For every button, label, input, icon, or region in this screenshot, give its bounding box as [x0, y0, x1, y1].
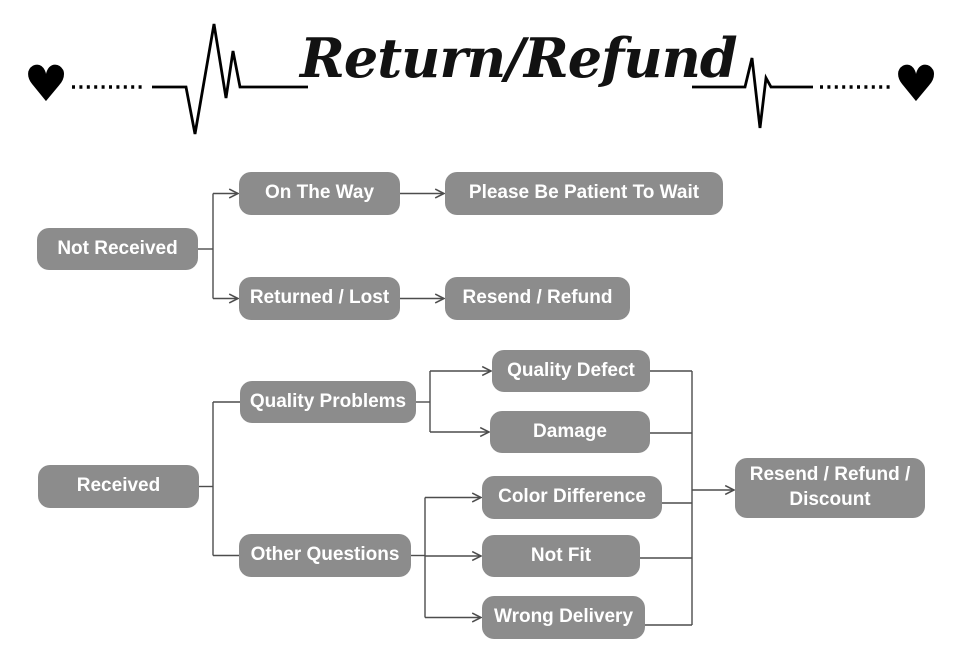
heart-icon: ♥: [893, 55, 939, 113]
node-not-received: Not Received: [37, 228, 198, 270]
node-not-fit: Not Fit: [482, 535, 640, 577]
flowchart-edges: [198, 194, 734, 626]
heartbeat-line: [72, 23, 890, 135]
node-resend-refund-discount: Resend / Refund / Discount: [735, 458, 925, 518]
heart-icon: ♥: [23, 55, 69, 113]
node-returned-lost: Returned / Lost: [239, 277, 400, 320]
node-resend-refund: Resend / Refund: [445, 277, 630, 320]
node-please-be-patient: Please Be Patient To Wait: [445, 172, 723, 215]
page-title: Return/Refund: [300, 26, 738, 90]
node-other-questions: Other Questions: [239, 534, 411, 577]
node-received: Received: [38, 465, 199, 508]
ekg-spike-right: [692, 57, 813, 129]
node-wrong-delivery: Wrong Delivery: [482, 596, 645, 639]
node-on-the-way: On The Way: [239, 172, 400, 215]
node-damage: Damage: [490, 411, 650, 453]
node-quality-defect: Quality Defect: [492, 350, 650, 392]
ekg-spike-left: [152, 23, 308, 135]
node-color-difference: Color Difference: [482, 476, 662, 519]
node-quality-problems: Quality Problems: [240, 381, 416, 423]
